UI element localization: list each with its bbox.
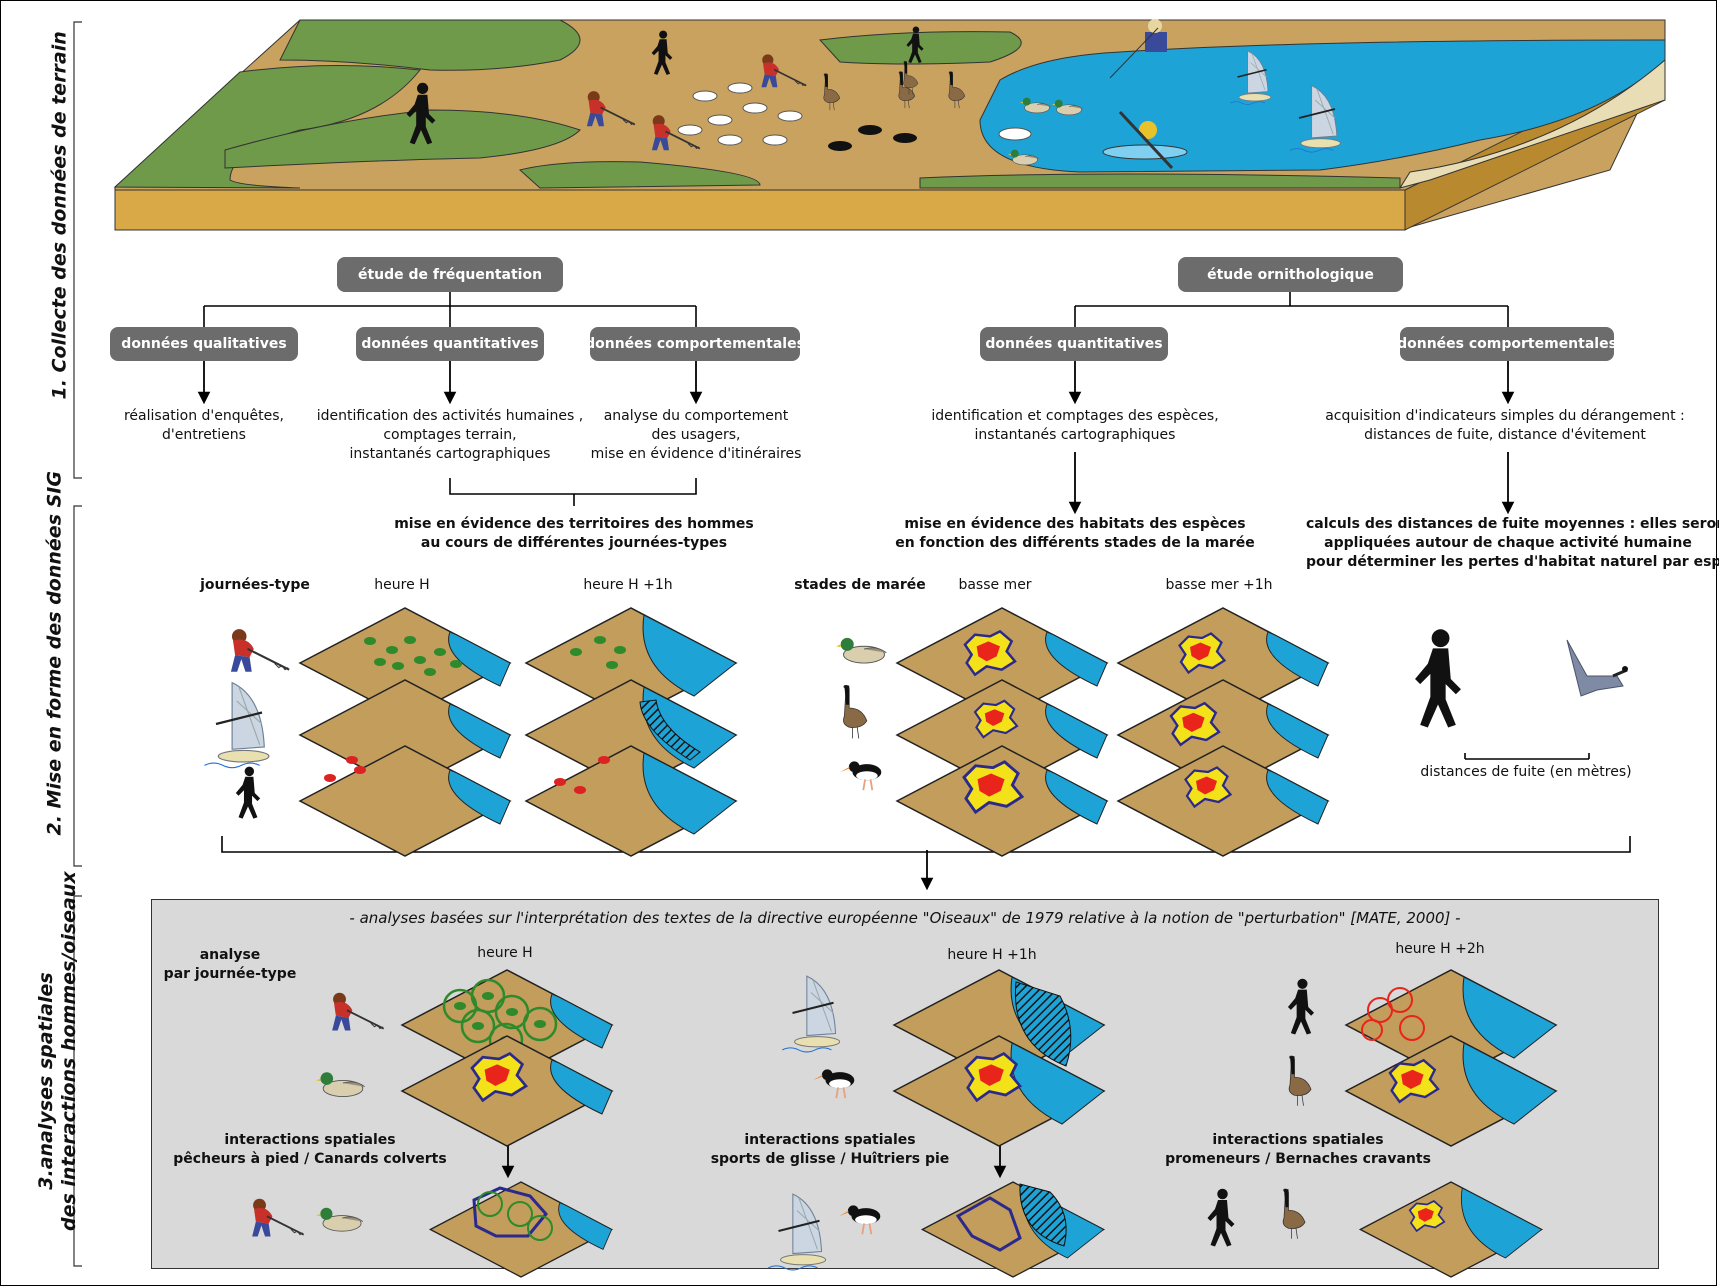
desc-line: mise en évidence d'itinéraires bbox=[590, 446, 802, 462]
desc-line: mise en évidence des territoires des hom… bbox=[394, 516, 754, 532]
desc-line: instantanés cartographiques bbox=[974, 427, 1176, 443]
desc-line: instantanés cartographiques bbox=[349, 446, 551, 462]
desc-line: appliquées autour de chaque activité hum… bbox=[1324, 535, 1692, 551]
analyses-heure-h: heure H bbox=[477, 945, 533, 961]
pill-etude-frequentation: étude de fréquentation bbox=[337, 257, 563, 292]
interactions-3: interactions spatiales promeneurs / Bern… bbox=[1148, 1131, 1448, 1169]
section-3-title: 3.analyses spatiales des interactions ho… bbox=[35, 871, 81, 1231]
analyses-heure-h2: heure H +2h bbox=[1395, 941, 1485, 957]
section-2-title: 2. Mise en forme des données SIG bbox=[43, 471, 66, 836]
desc-line: en fonction des différents stades de la … bbox=[895, 535, 1255, 551]
label-distances-fuite: distances de fuite (en mètres) bbox=[1420, 764, 1632, 780]
pill-donnees-comportementales-freq: données comportementales bbox=[585, 327, 805, 361]
pill-donnees-quantitatives-freq: données quantitatives bbox=[356, 327, 544, 361]
sig-calculs: calculs des distances de fuite moyennes … bbox=[1306, 515, 1719, 572]
desc-line: identification des activités humaines , bbox=[316, 408, 584, 424]
label-basse-mer: basse mer bbox=[958, 577, 1032, 593]
desc-line: acquisition d'indicateurs simples du dér… bbox=[1325, 408, 1685, 424]
desc-line: comptages terrain, bbox=[383, 427, 517, 443]
analyses-header: - analyses basées sur l'interprétation d… bbox=[349, 909, 1461, 927]
desc-line: interactions spatiales bbox=[744, 1132, 916, 1148]
desc-line: calculs des distances de fuite moyennes … bbox=[1306, 516, 1719, 532]
desc-orni-comportementales: acquisition d'indicateurs simples du dér… bbox=[1320, 407, 1690, 445]
sig-habitats: mise en évidence des habitats des espèce… bbox=[890, 515, 1260, 553]
down-arrows bbox=[197, 360, 1515, 891]
desc-line: distances de fuite, distance d'évitement bbox=[1364, 427, 1646, 443]
desc-line: identification et comptages des espèces, bbox=[931, 408, 1219, 424]
desc-line: par journée-type bbox=[163, 966, 297, 982]
tree-connectors bbox=[203, 292, 1509, 328]
analyses-heure-h1: heure H +1h bbox=[947, 947, 1037, 963]
section-3-title-line2: des interactions hommes/oiseaux bbox=[58, 871, 80, 1231]
label-heure-h1: heure H +1h bbox=[583, 577, 673, 593]
label-heure-h: heure H bbox=[374, 577, 430, 593]
desc-line: réalisation d'enquêtes, bbox=[123, 408, 284, 424]
landscape-illustration bbox=[113, 19, 1666, 231]
desc-orni-quantitatives: identification et comptages des espèces,… bbox=[915, 407, 1235, 445]
label-journees-type: journées-type bbox=[200, 577, 310, 593]
desc-qualitatives: réalisation d'enquêtes, d'entretiens bbox=[104, 407, 304, 445]
desc-line: pêcheurs à pied / Canards colverts bbox=[173, 1151, 447, 1167]
desc-freq-comportementales: analyse du comportement des usagers, mis… bbox=[586, 407, 806, 464]
desc-line: au cours de différentes journées-types bbox=[420, 535, 728, 551]
pill-etude-ornithologique: étude ornithologique bbox=[1178, 257, 1403, 292]
interactions-2: interactions spatiales sports de glisse … bbox=[690, 1131, 970, 1169]
desc-line: analyse du comportement bbox=[603, 408, 789, 424]
desc-line: mise en évidence des habitats des espèce… bbox=[904, 516, 1246, 532]
desc-line: analyse bbox=[199, 947, 261, 963]
desc-line: d'entretiens bbox=[162, 427, 246, 443]
sig-territoires: mise en évidence des territoires des hom… bbox=[394, 515, 754, 553]
desc-line: des usagers, bbox=[651, 427, 741, 443]
desc-freq-quantitatives: identification des activités humaines , … bbox=[315, 407, 585, 464]
desc-line: interactions spatiales bbox=[224, 1132, 396, 1148]
interactions-1: interactions spatiales pêcheurs à pied /… bbox=[170, 1131, 450, 1169]
sig-tiles bbox=[203, 607, 1630, 857]
pill-donnees-quantitatives-orni: données quantitatives bbox=[980, 327, 1168, 361]
label-basse-mer1: basse mer +1h bbox=[1165, 577, 1273, 593]
desc-line: interactions spatiales bbox=[1212, 1132, 1384, 1148]
desc-line: sports de glisse / Huîtriers pie bbox=[710, 1151, 950, 1167]
desc-line: promeneurs / Bernaches cravants bbox=[1165, 1151, 1431, 1167]
pill-donnees-comportementales-orni: données comportementales bbox=[1397, 327, 1617, 361]
section-brackets bbox=[73, 21, 82, 1267]
desc-line: pour déterminer les pertes d'habitat nat… bbox=[1306, 554, 1719, 570]
section-3-title-line1: 3.analyses spatiales bbox=[35, 972, 57, 1190]
section-1-title: 1. Collecte des données de terrain bbox=[48, 31, 71, 400]
label-par-journee: analyse par journée-type bbox=[160, 946, 300, 984]
label-stades-maree: stades de marée bbox=[794, 577, 926, 593]
pill-donnees-qualitatives: données qualitatives bbox=[110, 327, 298, 361]
